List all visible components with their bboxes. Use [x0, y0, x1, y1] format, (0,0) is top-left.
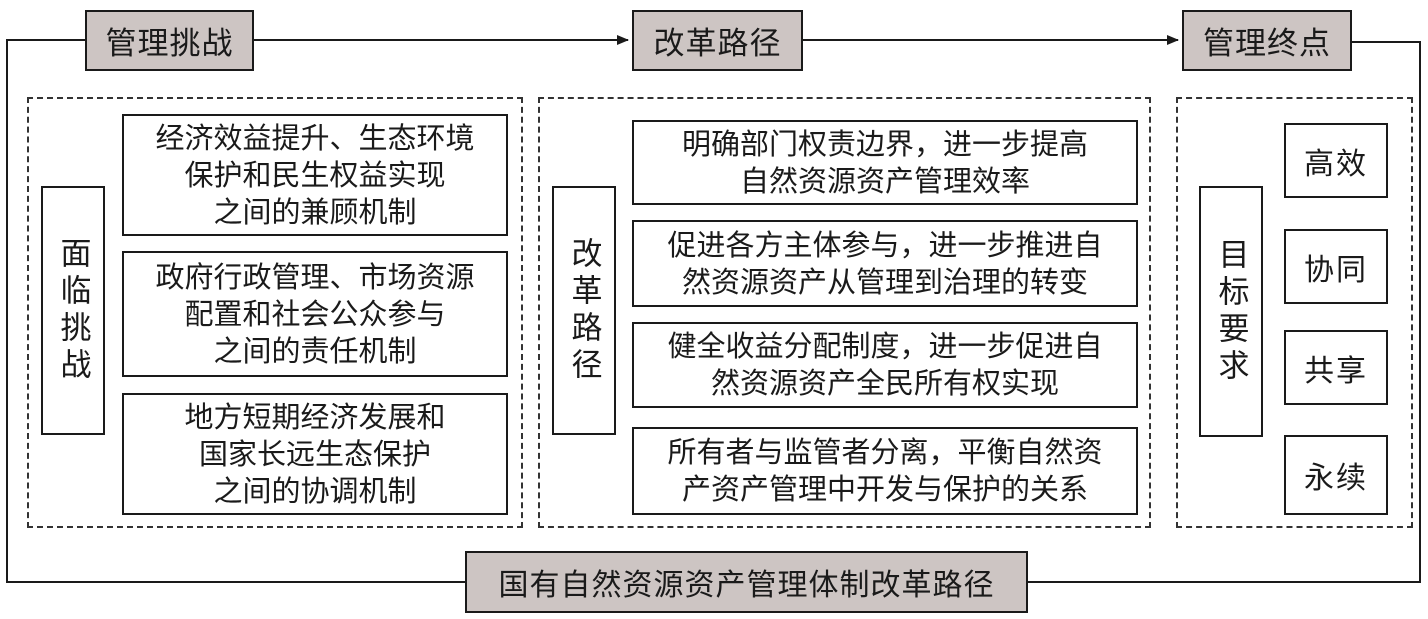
left-loop-line [6, 39, 465, 583]
group-challenges [27, 97, 523, 528]
challenge-item-2: 政府行政管理、市场资源 配置和社会公众参与 之间的责任机制 [122, 251, 508, 377]
challenge-item-2-line-1: 政府行政管理、市场资源 [155, 259, 475, 294]
header-management-endpoint: 管理终点 [1182, 10, 1352, 71]
reform-item-2-line-1: 促进各方主体参与，进一步推进自 [667, 227, 1103, 262]
challenge-item-3: 地方短期经济发展和 国家长远生态保护 之间的协调机制 [122, 393, 508, 515]
label-goal-requirements: 目标要求 [1199, 186, 1263, 437]
challenge-item-2-line-3: 之间的责任机制 [213, 333, 417, 368]
reform-item-2-line-2: 然资源资产从管理到治理的转变 [681, 264, 1088, 299]
challenge-item-3-line-2: 国家长远生态保护 [198, 436, 431, 471]
bottom-title-reform-path: 国有自然资源资产管理体制改革路径 [465, 551, 1028, 613]
reform-item-3-line-1: 健全收益分配制度，进一步促进自 [667, 329, 1103, 363]
goal-item-sustainable: 永续 [1284, 435, 1388, 515]
reform-item-1-line-2: 自然资源资产管理效率 [739, 163, 1030, 198]
challenge-item-3-line-3: 之间的协调机制 [213, 473, 417, 508]
reform-item-4-line-1: 所有者与监管者分离，平衡自然资 [667, 435, 1103, 469]
reform-item-1: 明确部门权责边界，进一步提高 自然资源资产管理效率 [632, 120, 1138, 205]
reform-item-2: 促进各方主体参与，进一步推进自 然资源资产从管理到治理的转变 [632, 220, 1138, 307]
reform-item-4-line-2: 产资产管理中开发与保护的关系 [681, 472, 1088, 506]
challenge-item-2-line-2: 配置和社会公众参与 [184, 296, 446, 331]
challenge-item-1-line-2: 保护和民生权益实现 [184, 157, 446, 192]
challenge-item-3-line-1: 地方短期经济发展和 [184, 399, 446, 434]
challenge-item-1-line-3: 之间的兼顾机制 [213, 194, 417, 229]
reform-item-1-line-1: 明确部门权责边界，进一步提高 [681, 126, 1088, 161]
reform-item-3-line-2: 然资源资产全民所有权实现 [710, 366, 1059, 400]
header-management-challenge: 管理挑战 [85, 10, 254, 71]
header-reform-path: 改革路径 [632, 10, 803, 71]
group-goals [1176, 97, 1413, 528]
group-reforms [538, 97, 1151, 528]
label-facing-challenges: 面临挑战 [41, 186, 105, 435]
challenge-item-1: 经济效益提升、生态环境 保护和民生权益实现 之间的兼顾机制 [122, 114, 508, 236]
challenge-item-1-line-1: 经济效益提升、生态环境 [155, 120, 475, 155]
label-reform-path: 改革路径 [552, 186, 616, 435]
reform-item-4: 所有者与监管者分离，平衡自然资 产资产管理中开发与保护的关系 [632, 427, 1138, 515]
goal-item-coordinated: 协同 [1284, 229, 1388, 304]
right-loop-line [1028, 41, 1421, 583]
goal-item-shared: 共享 [1284, 330, 1388, 405]
goal-item-efficient: 高效 [1284, 123, 1388, 198]
reform-item-3: 健全收益分配制度，进一步促进自 然资源资产全民所有权实现 [632, 322, 1138, 408]
